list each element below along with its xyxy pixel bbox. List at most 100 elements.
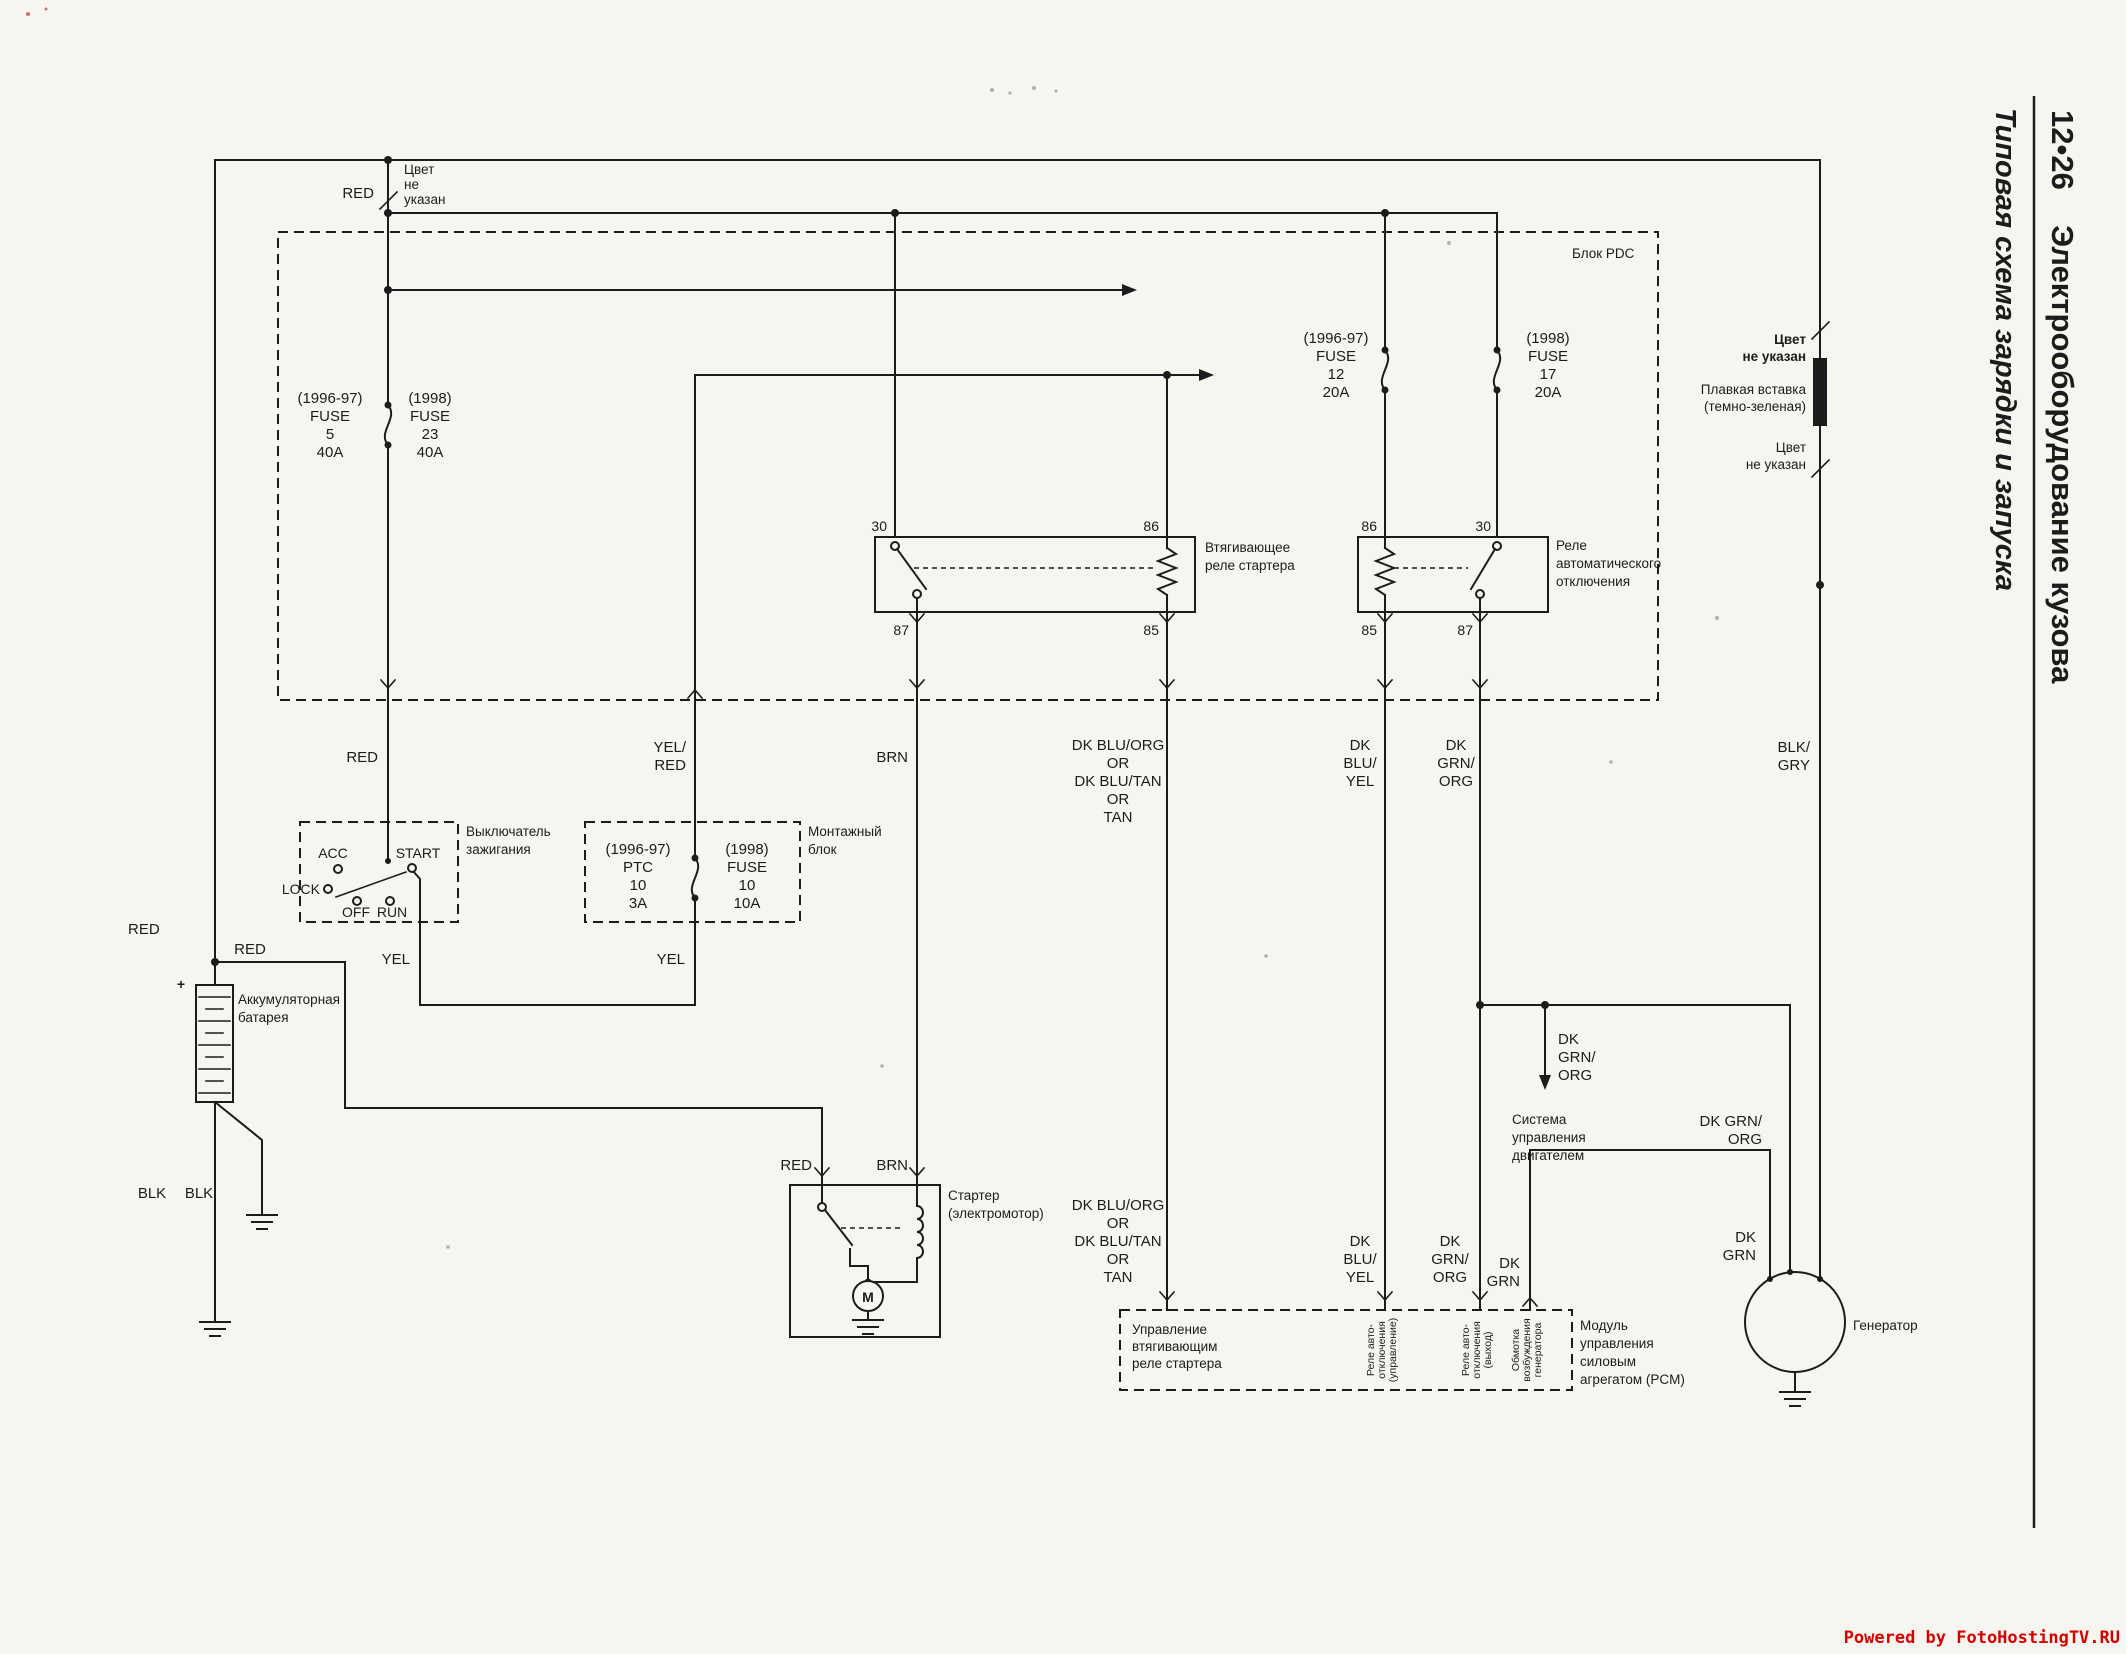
block-label: силовым: [1580, 1354, 1636, 1369]
fuse-label: FUSE: [410, 408, 450, 425]
ground-symbol: [852, 1319, 884, 1335]
fuse-label: (1996-97): [605, 841, 670, 858]
wire-color-label: GRN: [1723, 1247, 1756, 1264]
block-label: управления: [1580, 1336, 1654, 1351]
mounting-block-box: [584, 821, 801, 923]
ptc-fuse-symbol: [690, 853, 700, 903]
fuse-symbols: [383, 345, 1502, 903]
fuse-12-symbol: [1380, 345, 1390, 395]
switch-wiper: [334, 870, 408, 899]
relay-coil: [1375, 547, 1395, 596]
fuse-label: 5: [326, 426, 334, 443]
color-na-slash: [378, 190, 399, 211]
color-na-slash: [1810, 458, 1831, 479]
enclosure-boxes: [277, 231, 1659, 1391]
ignition-position: RUN: [377, 904, 407, 920]
block-label: Система: [1512, 1112, 1567, 1127]
generator-symbol: [1744, 1271, 1846, 1407]
wire-color-label: GRN: [1487, 1273, 1520, 1290]
wire-color-label: TAN: [1104, 1269, 1133, 1286]
wire-color-label: RED: [234, 941, 266, 958]
wire-color-label: DK BLU/ORG: [1072, 1197, 1165, 1214]
ignition-position: ACC: [318, 845, 348, 861]
fusible-link-label: (темно-зеленая): [1704, 399, 1806, 414]
wire-color-label: YEL: [382, 951, 410, 968]
fuse-label: 40A: [317, 444, 344, 461]
wire-color-label: YEL: [1346, 1269, 1374, 1286]
color-note: не указан: [1742, 349, 1806, 364]
pcm-pin-label: Реле авто-: [1460, 1323, 1472, 1376]
relay-name: отключения: [1556, 574, 1630, 589]
pin-label: 87: [893, 622, 909, 638]
wire-color-label: DK BLU/TAN: [1074, 773, 1161, 790]
ignition-position: LOCK: [282, 881, 321, 897]
solenoid-coil: [915, 1204, 924, 1260]
wire-color-label: YEL: [657, 951, 685, 968]
wire-color-label: DK: [1350, 737, 1371, 754]
pdc-box: [277, 231, 1659, 701]
wire-color-label: DK: [1558, 1031, 1579, 1048]
wire-color-label: RED: [654, 757, 686, 774]
fuse-label: FUSE: [310, 408, 350, 425]
ignition-switch: [323, 858, 417, 906]
starter-assembly: M: [789, 1184, 941, 1338]
motor-letter: M: [862, 1289, 874, 1305]
wire-color-label: BLK: [185, 1185, 213, 1202]
wire-color-label: BLU/: [1343, 755, 1377, 772]
pin-label: 30: [1475, 518, 1491, 534]
pin-label: 86: [1143, 518, 1159, 534]
fuse-label: FUSE: [1316, 348, 1356, 365]
wire-color-label: RED: [346, 749, 378, 766]
wire-color-label: BRN: [876, 749, 908, 766]
block-label: Модуль: [1580, 1318, 1628, 1333]
pin-label: 85: [1143, 622, 1159, 638]
wire-color-label: DK GRN/: [1699, 1113, 1762, 1130]
pin-label: 30: [871, 518, 887, 534]
block-label: двигателем: [1512, 1148, 1584, 1163]
fuse-label: (1996-97): [297, 390, 362, 407]
wire-color-label: DK: [1446, 737, 1467, 754]
fuse-label: 10: [630, 877, 647, 894]
pin-label: 86: [1361, 518, 1377, 534]
fuse-label: 10: [739, 877, 756, 894]
battery-symbol: +: [177, 976, 234, 1103]
fusible-link-symbol: [1813, 358, 1827, 426]
fuse-5-23-symbol: [383, 400, 393, 450]
wire-color-label: RED: [342, 185, 374, 202]
wire-color-label: DK: [1350, 1233, 1371, 1250]
fuse-label: 40A: [417, 444, 444, 461]
pcm-pin-label: отключения: [1376, 1321, 1388, 1379]
relay-name: автоматического: [1556, 556, 1661, 571]
junction-dots: [211, 156, 1824, 1282]
pcm-pin-label: возбуждения: [1521, 1318, 1533, 1381]
pcm-pin-label: (выход): [1482, 1332, 1494, 1369]
flow-arrows: [378, 190, 1831, 1307]
block-label: Монтажный: [808, 824, 882, 839]
wire-color-label: ORG: [1433, 1269, 1467, 1286]
wire-color-label: ORG: [1728, 1131, 1762, 1148]
wire-color-label: YEL: [1346, 773, 1374, 790]
wire-color-label: GRN/: [1431, 1251, 1469, 1268]
relay-coil: [1157, 547, 1177, 596]
pcm-pin-label: Управление: [1132, 1322, 1207, 1337]
wire-color-label: YEL/: [653, 739, 686, 756]
pcm-pin-label: Реле авто-: [1365, 1323, 1377, 1376]
fuse-label: (1998): [725, 841, 768, 858]
wire-color-label: RED: [128, 921, 160, 938]
wire-color-label: BLU/: [1343, 1251, 1377, 1268]
wire-color-label: DK BLU/ORG: [1072, 737, 1165, 754]
block-label: батарея: [238, 1010, 289, 1025]
pdc-box-label: Блок PDC: [1572, 246, 1635, 261]
fuse-label: 17: [1540, 366, 1557, 383]
block-label: зажигания: [466, 842, 531, 857]
wire-color-label: DK: [1440, 1233, 1461, 1250]
pcm-box: [1119, 1309, 1573, 1391]
wire-color-label: GRY: [1778, 757, 1810, 774]
wire-color-label: ORG: [1558, 1067, 1592, 1084]
color-note: не: [404, 177, 419, 192]
wire-color-label: GRN/: [1437, 755, 1475, 772]
pcm-pin-label: (управление): [1387, 1318, 1399, 1382]
ground-symbols: [199, 1214, 278, 1337]
watermark: Powered by FotoHostingTV.RU: [1844, 1628, 2120, 1648]
wire-color-label: TAN: [1104, 809, 1133, 826]
